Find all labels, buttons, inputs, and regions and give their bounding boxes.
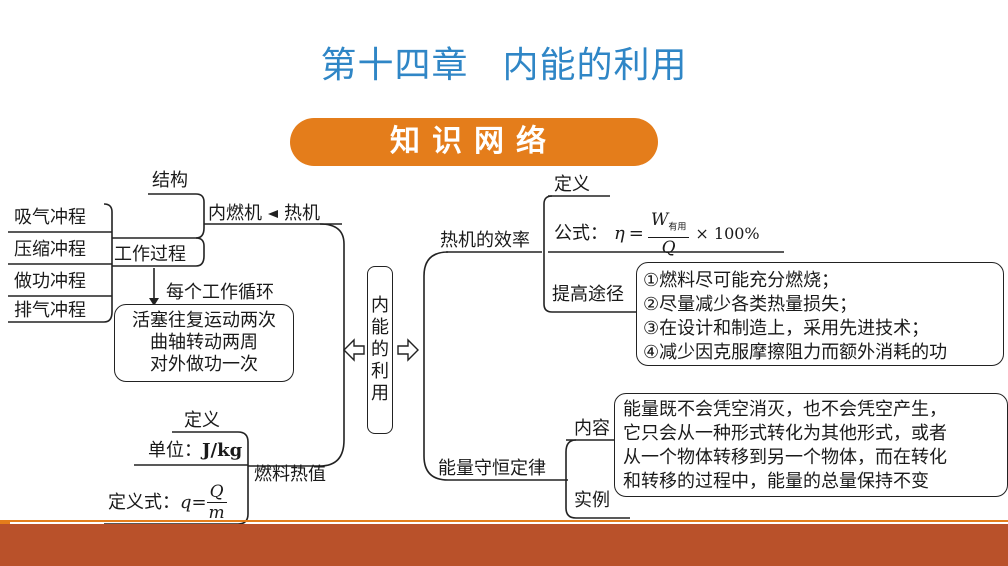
arrow-left-icon [268,210,278,218]
efficiency-numerator: W有用 [647,210,690,239]
center-char: 利 [371,361,389,382]
content-line: 从一个物体转移到另一个物体，而在转化 [623,447,947,468]
center-char: 内 [371,295,389,316]
knowledge-network-banner: 知识网络 [290,118,658,166]
chapter-title: 内能的利用 [502,45,688,86]
center-topic-box: 内 能 的 利 用 [367,266,393,434]
fuel-definition-label: 定义 [184,410,220,431]
center-char: 的 [371,339,389,360]
fuel-formula: 定义式： q = Q m [108,482,227,523]
fuel-formula-label: 定义式： [108,491,180,513]
fuel-formula-var: q [180,491,192,513]
efficiency-fraction: W有用 Q [647,210,690,259]
content-line: 和转移的过程中，能量的总量保持不变 [623,471,929,492]
improve-methods-box: ①燃料尽可能充分燃烧； ②尽量减少各类热量损失； ③在设计和制造上，采用先进技术… [636,262,1004,366]
improve-item: ④减少因克服摩擦阻力而额外消耗的功 [643,342,948,363]
cycle-fact: 活塞往复运动两次 [132,310,276,331]
fuel-unit-label: 单位： [148,440,202,461]
stroke-power: 做功冲程 [14,271,86,292]
eta-symbol: η [614,223,625,245]
cycle-fact: 曲轴转动两周 [150,332,258,353]
center-char: 用 [371,383,389,404]
efficiency-eq: = [628,223,644,245]
per-cycle-label: 每个工作循环 [166,282,274,303]
fuel-heat-value-label: 燃料热值 [254,464,326,485]
efficiency-formula-label: 公式： [554,223,608,245]
efficiency-times: × 100% [695,224,760,244]
footer-accent-line [0,520,1008,522]
improve-label: 提高途径 [552,284,624,305]
stroke-compression: 压缩冲程 [14,239,86,260]
arrow-down-icon [149,298,159,306]
efficiency-denominator: Q [661,238,676,259]
content-label: 内容 [574,418,610,439]
engine-label: 内燃机 [208,203,262,224]
stroke-intake: 吸气冲程 [14,207,86,228]
content-line: 能量既不会凭空消灭，也不会凭空产生， [623,399,947,420]
example-label: 实例 [574,490,610,511]
conservation-label: 能量守恒定律 [438,458,546,479]
footer-bar [0,524,1008,566]
improve-item: ②尽量减少各类热量损失； [643,294,858,315]
fuel-unit-value: J/kg [202,440,243,461]
heat-engine-label: 热机 [284,203,320,224]
content-line: 它只会从一种形式转化为其他形式，或者 [623,423,947,444]
center-char: 能 [371,317,389,338]
page-title: 第十四章内能的利用 [0,36,1008,88]
stroke-exhaust: 排气冲程 [14,300,86,321]
efficiency-definition-label: 定义 [554,174,590,195]
fuel-formula-denominator: m [208,503,225,523]
conservation-content-box: 能量既不会凭空消灭，也不会凭空产生， 它只会从一种形式转化为其他形式，或者 从一… [614,393,1008,497]
work-process-label: 工作过程 [114,244,186,265]
fuel-formula-numerator: Q [206,482,227,503]
fuel-formula-fraction: Q m [206,482,227,523]
fuel-unit: 单位：J/kg [148,440,242,462]
cycle-fact: 对外做功一次 [150,354,258,375]
improve-item: ①燃料尽可能充分燃烧； [643,270,840,291]
chapter-number: 第十四章 [320,45,469,86]
efficiency-label: 热机的效率 [440,230,530,251]
structure-label: 结构 [152,170,188,191]
fuel-formula-eq: = [191,491,207,513]
improve-item: ③在设计和制造上，采用先进技术； [643,318,930,339]
efficiency-formula: 公式： η = W有用 Q × 100% [554,210,760,258]
cycle-facts-box: 活塞往复运动两次 曲轴转动两周 对外做功一次 [114,304,294,382]
